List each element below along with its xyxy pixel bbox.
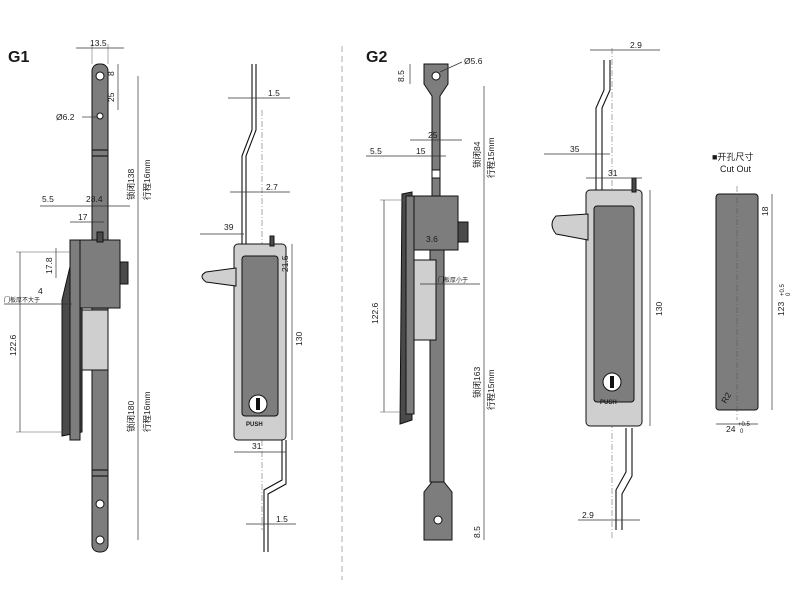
g1-lock-block	[79, 239, 121, 309]
g1-side-d15b: 1.5	[276, 514, 288, 524]
g1-front-view: G1 13.5 8 25 Ø6.2 锁闭138 行程16mm 5.5 28	[4, 38, 152, 553]
g2-stroke-15a: 行程15mm	[486, 137, 496, 178]
g2-mechanism	[413, 259, 437, 341]
g2-side-rod-top	[601, 60, 611, 190]
g2-dim-1226: 122.6	[370, 302, 380, 324]
g2-lock-block	[411, 195, 459, 251]
g1-side-push-mark: PUSH	[246, 422, 263, 428]
g2-top-hole	[431, 71, 441, 81]
cutout-r2: R2	[719, 390, 733, 405]
g1-side-rod-top	[245, 64, 257, 250]
g2-dim-36: 3.6	[426, 234, 438, 244]
g2-side-d29b: 2.9	[582, 510, 594, 520]
g1-bottom-hole-2	[95, 535, 105, 545]
g2-side-rod-top	[595, 60, 605, 190]
g1-side-d27: 2.7	[266, 182, 278, 192]
g2-stroke-15b: 行程15mm	[486, 369, 496, 410]
g1-bottom-hole-1	[95, 499, 105, 509]
cutout-title-en: Cut Out	[720, 164, 752, 174]
g2-side-rod-bottom	[615, 428, 627, 530]
g2-lock-163: 锁闭163	[472, 367, 482, 398]
g2-side-pin	[631, 177, 637, 193]
g2-dim-85a: 8.5	[396, 70, 406, 82]
g1-dim-284: 28.4	[86, 194, 103, 204]
g1-side-rod-top	[241, 64, 253, 250]
g2-dim-25: 25	[428, 130, 438, 140]
g1-side-d130: 130	[294, 332, 304, 346]
g1-lock-138: 锁闭138	[126, 169, 136, 200]
cutout-d123-tol: +0.5	[780, 283, 786, 296]
cutout-d123-tol2: 0	[786, 292, 792, 296]
g2-dim-line	[439, 61, 463, 73]
g1-top-hole	[95, 71, 105, 81]
g1-handle-face	[69, 239, 81, 441]
g2-front-view: G2 8.5 Ø5.6 25 5.5 15 锁闭84 行程15mm 3.6 门板…	[366, 49, 496, 541]
g1-side-d215: 21.5	[280, 255, 290, 272]
g1-dim-top-width: 13.5	[90, 38, 107, 48]
g2-side-d31: 31	[608, 168, 618, 178]
g2-side-key-slot	[610, 376, 614, 388]
g1-latch-pin	[96, 231, 104, 243]
g2-side-view: PUSH 2.9 35 31 130 2.9	[544, 40, 664, 540]
g1-lock-knob	[119, 261, 129, 285]
g2-side-push-mark: PUSH	[600, 400, 617, 406]
g1-stroke-16a: 行程16mm	[142, 159, 152, 200]
g2-dim-hole: Ø5.6	[464, 56, 483, 66]
g1-side-view: PUSH 1.5 2.7 39 21.5 130 31 1.5	[200, 64, 304, 552]
g2-lock-knob	[457, 221, 469, 243]
g1-dim-17: 17	[78, 212, 88, 222]
g2-latch-pin	[431, 169, 441, 179]
g2-handle-face	[405, 195, 415, 415]
g2-side-handle	[593, 205, 635, 403]
g2-bottom-hole	[433, 515, 443, 525]
cutout-d24: 24	[726, 424, 736, 434]
g1-side-rod-bottom	[263, 440, 283, 552]
g1-mechanism	[81, 309, 109, 371]
g1-title: G1	[8, 49, 29, 66]
g1-side-handle	[241, 255, 279, 417]
cutout-d123: 123	[776, 302, 786, 316]
g1-hole-2	[96, 112, 104, 120]
g2-side-lever	[551, 213, 589, 241]
g1-dim-25: 25	[106, 92, 116, 102]
g2-side-d29a: 2.9	[630, 40, 642, 50]
g1-side-lever	[201, 267, 237, 287]
g1-lock-180: 锁闭180	[126, 401, 136, 432]
cutout-d18: 18	[760, 206, 770, 216]
g1-side-d15a: 1.5	[268, 88, 280, 98]
cutout-view: ■开孔尺寸 Cut Out 18 123 +0.5 0 R2 24 +0.5 0	[712, 151, 792, 435]
cutout-title-cn: ■开孔尺寸	[712, 151, 753, 162]
g2-side-rod-bottom	[621, 428, 633, 530]
g1-dim-hole: Ø6.2	[56, 112, 75, 122]
g1-door-thick: 门板厚不大于	[4, 296, 40, 304]
g1-side-d31: 31	[252, 441, 262, 451]
g2-side-d130: 130	[654, 302, 664, 316]
g2-dim-15: 15	[416, 146, 426, 156]
g2-dim-85b: 8.5	[472, 526, 482, 538]
g1-side-pin	[269, 235, 275, 247]
cutout-d24-tol2: 0	[740, 429, 744, 435]
cutout-d24-tol: +0.5	[738, 422, 751, 428]
g2-side-d35: 35	[570, 144, 580, 154]
g2-title: G2	[366, 49, 387, 66]
g1-stroke-16b: 行程16mm	[142, 391, 152, 432]
g1-dim-4: 4	[38, 286, 43, 296]
g2-dim-55: 5.5	[370, 146, 382, 156]
g1-side-rod-bottom	[267, 440, 287, 552]
g1-side-key-slot	[256, 398, 260, 410]
g1-side-d39: 39	[224, 222, 234, 232]
g1-dim-1226: 122.6	[8, 334, 18, 356]
g1-dim-55: 5.5	[42, 194, 54, 204]
g1-dim-8: 8	[106, 71, 116, 76]
g2-bottom-link	[423, 481, 453, 541]
g1-dim-178: 17.8	[44, 257, 54, 274]
g2-lock-84: 锁闭84	[472, 141, 482, 168]
g2-door-thick: 门板厚小于	[438, 276, 468, 284]
